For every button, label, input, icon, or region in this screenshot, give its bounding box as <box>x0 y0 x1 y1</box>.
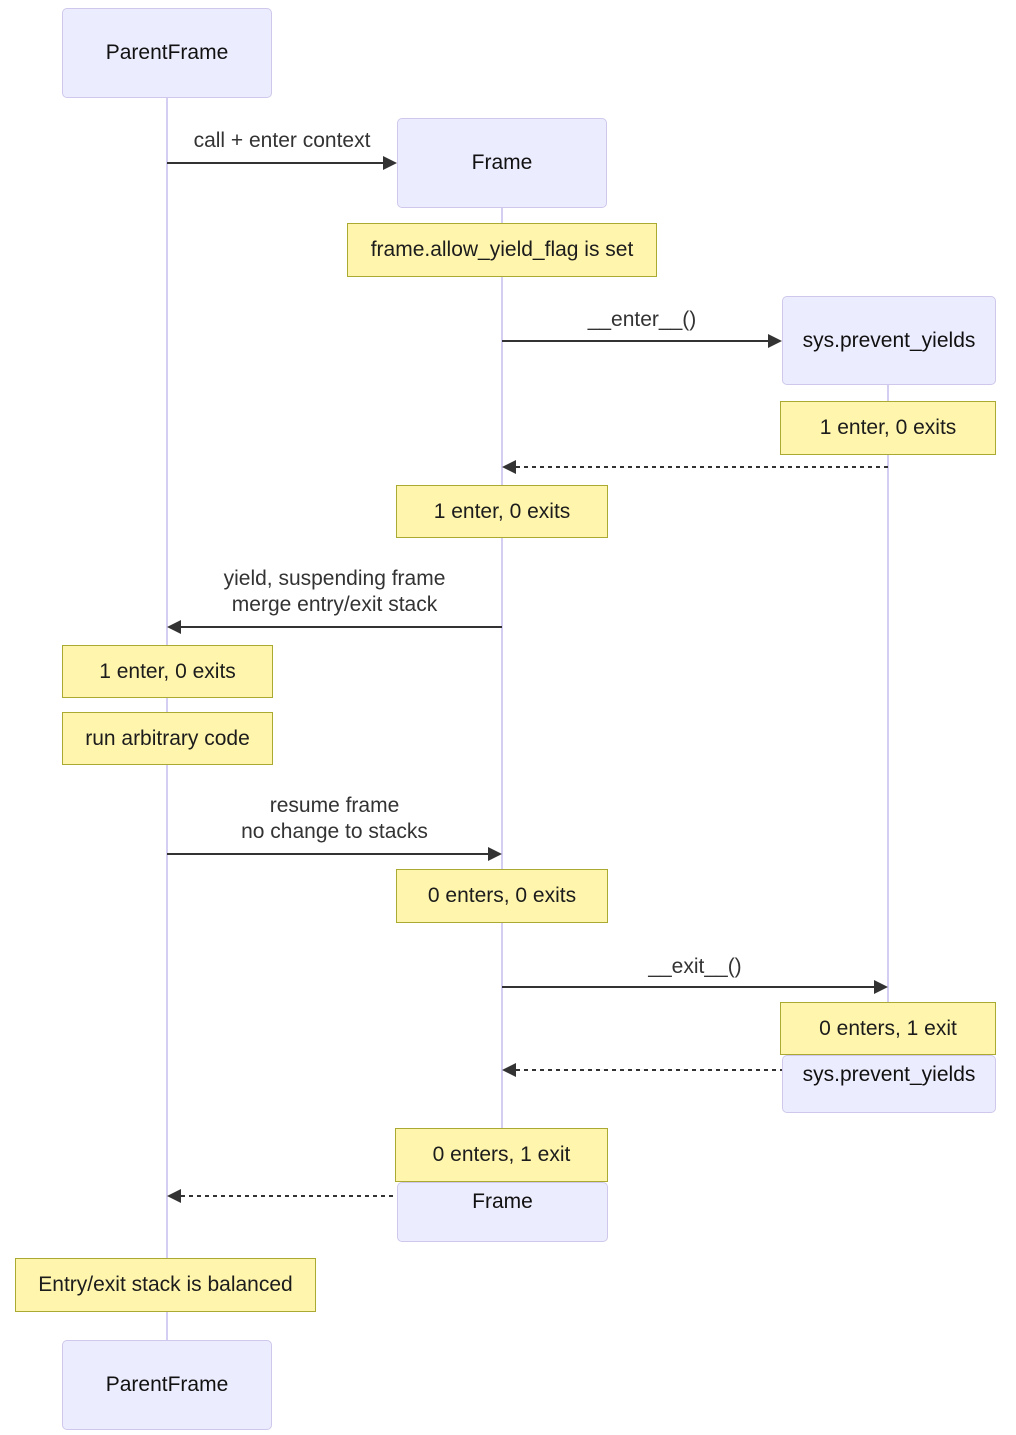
note-1-enter-0-exits-frame: 1 enter, 0 exits <box>396 485 608 538</box>
message-line <box>502 986 874 988</box>
note-text: Entry/exit stack is balanced <box>38 1273 293 1296</box>
arrowhead-left-icon <box>502 460 516 474</box>
actor-bottom-parentframe: ParentFrame <box>62 1340 272 1430</box>
note-text: 1 enter, 0 exits <box>99 659 236 683</box>
note-run-arbitrary-code: run arbitrary code <box>62 712 273 765</box>
return-line-dashed <box>516 466 888 468</box>
lifeline-sys-prevent-yields <box>887 384 889 1055</box>
return-line-dashed <box>516 1069 782 1071</box>
note-0-enters-1-exit-frame: 0 enters, 1 exit <box>395 1128 608 1182</box>
actor-label: sys.prevent_yields <box>802 328 976 352</box>
lifeline-frame <box>501 207 503 1182</box>
actor-bottom-frame: Frame <box>397 1182 608 1242</box>
message-label-yield-suspend: yield, suspending frame merge entry/exit… <box>167 566 502 618</box>
note-text: 1 enter, 0 exits <box>819 416 957 439</box>
note-1-enter-0-exits-sys: 1 enter, 0 exits <box>780 401 996 455</box>
actor-bottom-sys-prevent-yields: sys.prevent_yields <box>782 1055 996 1113</box>
message-line <box>167 853 488 855</box>
message-line <box>502 340 768 342</box>
actor-label: ParentFrame <box>105 1373 229 1396</box>
arrowhead-right-icon <box>383 156 397 170</box>
note-0-enters-0-exits-frame: 0 enters, 0 exits <box>396 869 608 923</box>
arrowhead-right-icon <box>768 334 782 348</box>
arrowhead-right-icon <box>874 980 888 994</box>
message-label-exit: __exit__() <box>648 955 742 978</box>
message-label-enter: __enter__() <box>587 308 697 331</box>
return-line-dashed <box>181 1195 397 1197</box>
actor-label: Frame <box>472 1190 533 1213</box>
note-allow-yield-flag: frame.allow_yield_flag is set <box>347 223 657 277</box>
arrowhead-left-icon <box>502 1063 516 1077</box>
message-label-resume-frame: resume frame no change to stacks <box>167 793 502 845</box>
actor-label: ParentFrame <box>105 41 229 64</box>
actor-label: sys.prevent_yields <box>802 1063 976 1086</box>
arrowhead-right-icon <box>488 847 502 861</box>
actor-top-parentframe: ParentFrame <box>62 8 272 98</box>
message-line-text: merge entry/exit stack <box>231 593 438 616</box>
note-1-enter-0-exits-parent: 1 enter, 0 exits <box>62 645 273 698</box>
note-text: 0 enters, 1 exit <box>432 1143 571 1166</box>
note-text: 1 enter, 0 exits <box>433 499 571 523</box>
message-line-text: no change to stacks <box>241 820 428 843</box>
note-text: 0 enters, 0 exits <box>427 884 577 907</box>
message-line <box>167 162 383 164</box>
note-0-enters-1-exit-sys: 0 enters, 1 exit <box>780 1002 996 1055</box>
message-line-text: resume frame <box>269 794 400 817</box>
message-line <box>181 626 502 628</box>
note-text: run arbitrary code <box>85 726 250 750</box>
note-text: 0 enters, 1 exit <box>819 1016 957 1040</box>
actor-top-sys-prevent-yields: sys.prevent_yields <box>782 296 996 385</box>
message-line-text: yield, suspending frame <box>223 567 446 590</box>
actor-top-frame: Frame <box>397 118 607 208</box>
actor-label: Frame <box>471 151 533 174</box>
note-stack-balanced: Entry/exit stack is balanced <box>15 1258 316 1312</box>
arrowhead-left-icon <box>167 620 181 634</box>
message-label-call-enter-context: call + enter context <box>193 129 371 152</box>
arrowhead-left-icon <box>167 1189 181 1203</box>
note-text: frame.allow_yield_flag is set <box>370 238 634 261</box>
